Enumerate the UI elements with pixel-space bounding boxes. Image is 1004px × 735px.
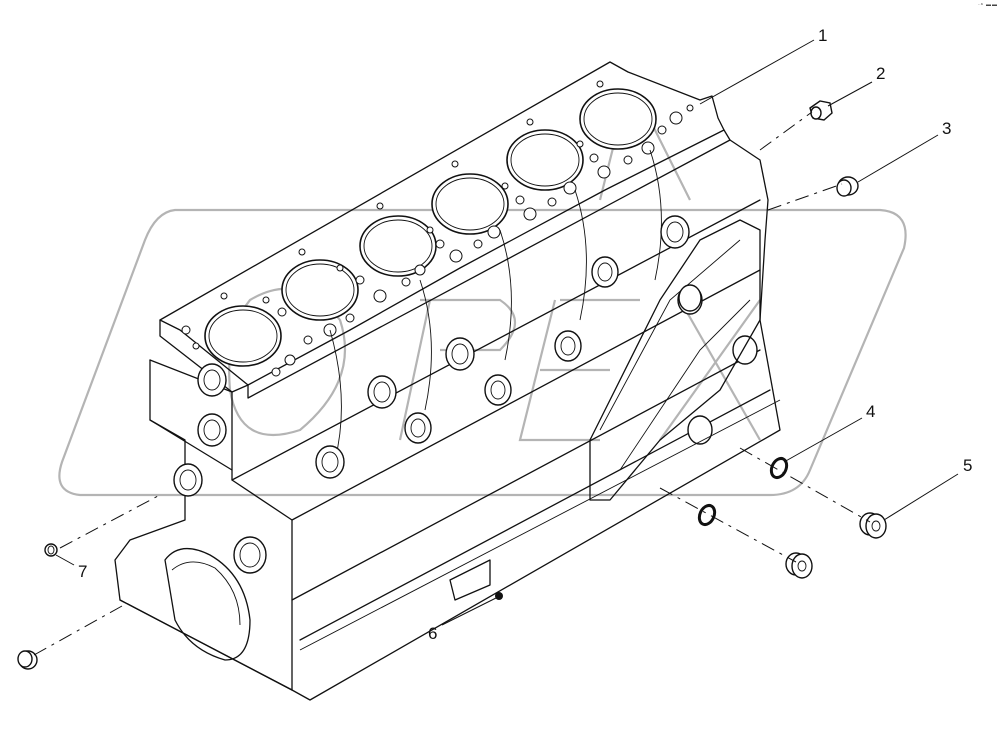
callout-5: 5 [963, 456, 973, 475]
part-5-flanged-plug [785, 512, 887, 579]
callout-2: 2 [876, 64, 886, 83]
cylinder-block [114, 61, 781, 701]
part-3-cup-plug [836, 176, 859, 197]
assembly-axes [33, 111, 871, 656]
part-6-ball-plug [495, 592, 503, 600]
leader-lines [55, 39, 959, 626]
callout-7: 7 [78, 562, 88, 581]
part-7-small-cup-plug [17, 543, 58, 670]
callout-1: 1 [818, 26, 828, 45]
callout-4: 4 [866, 402, 876, 421]
part-2-threaded-plug [809, 100, 833, 121]
part-4-o-ring [697, 456, 789, 527]
callout-6: 6 [428, 624, 438, 643]
corner-mark: ·ᵃ ▬▬ [978, 2, 998, 8]
callout-3: 3 [942, 119, 952, 138]
